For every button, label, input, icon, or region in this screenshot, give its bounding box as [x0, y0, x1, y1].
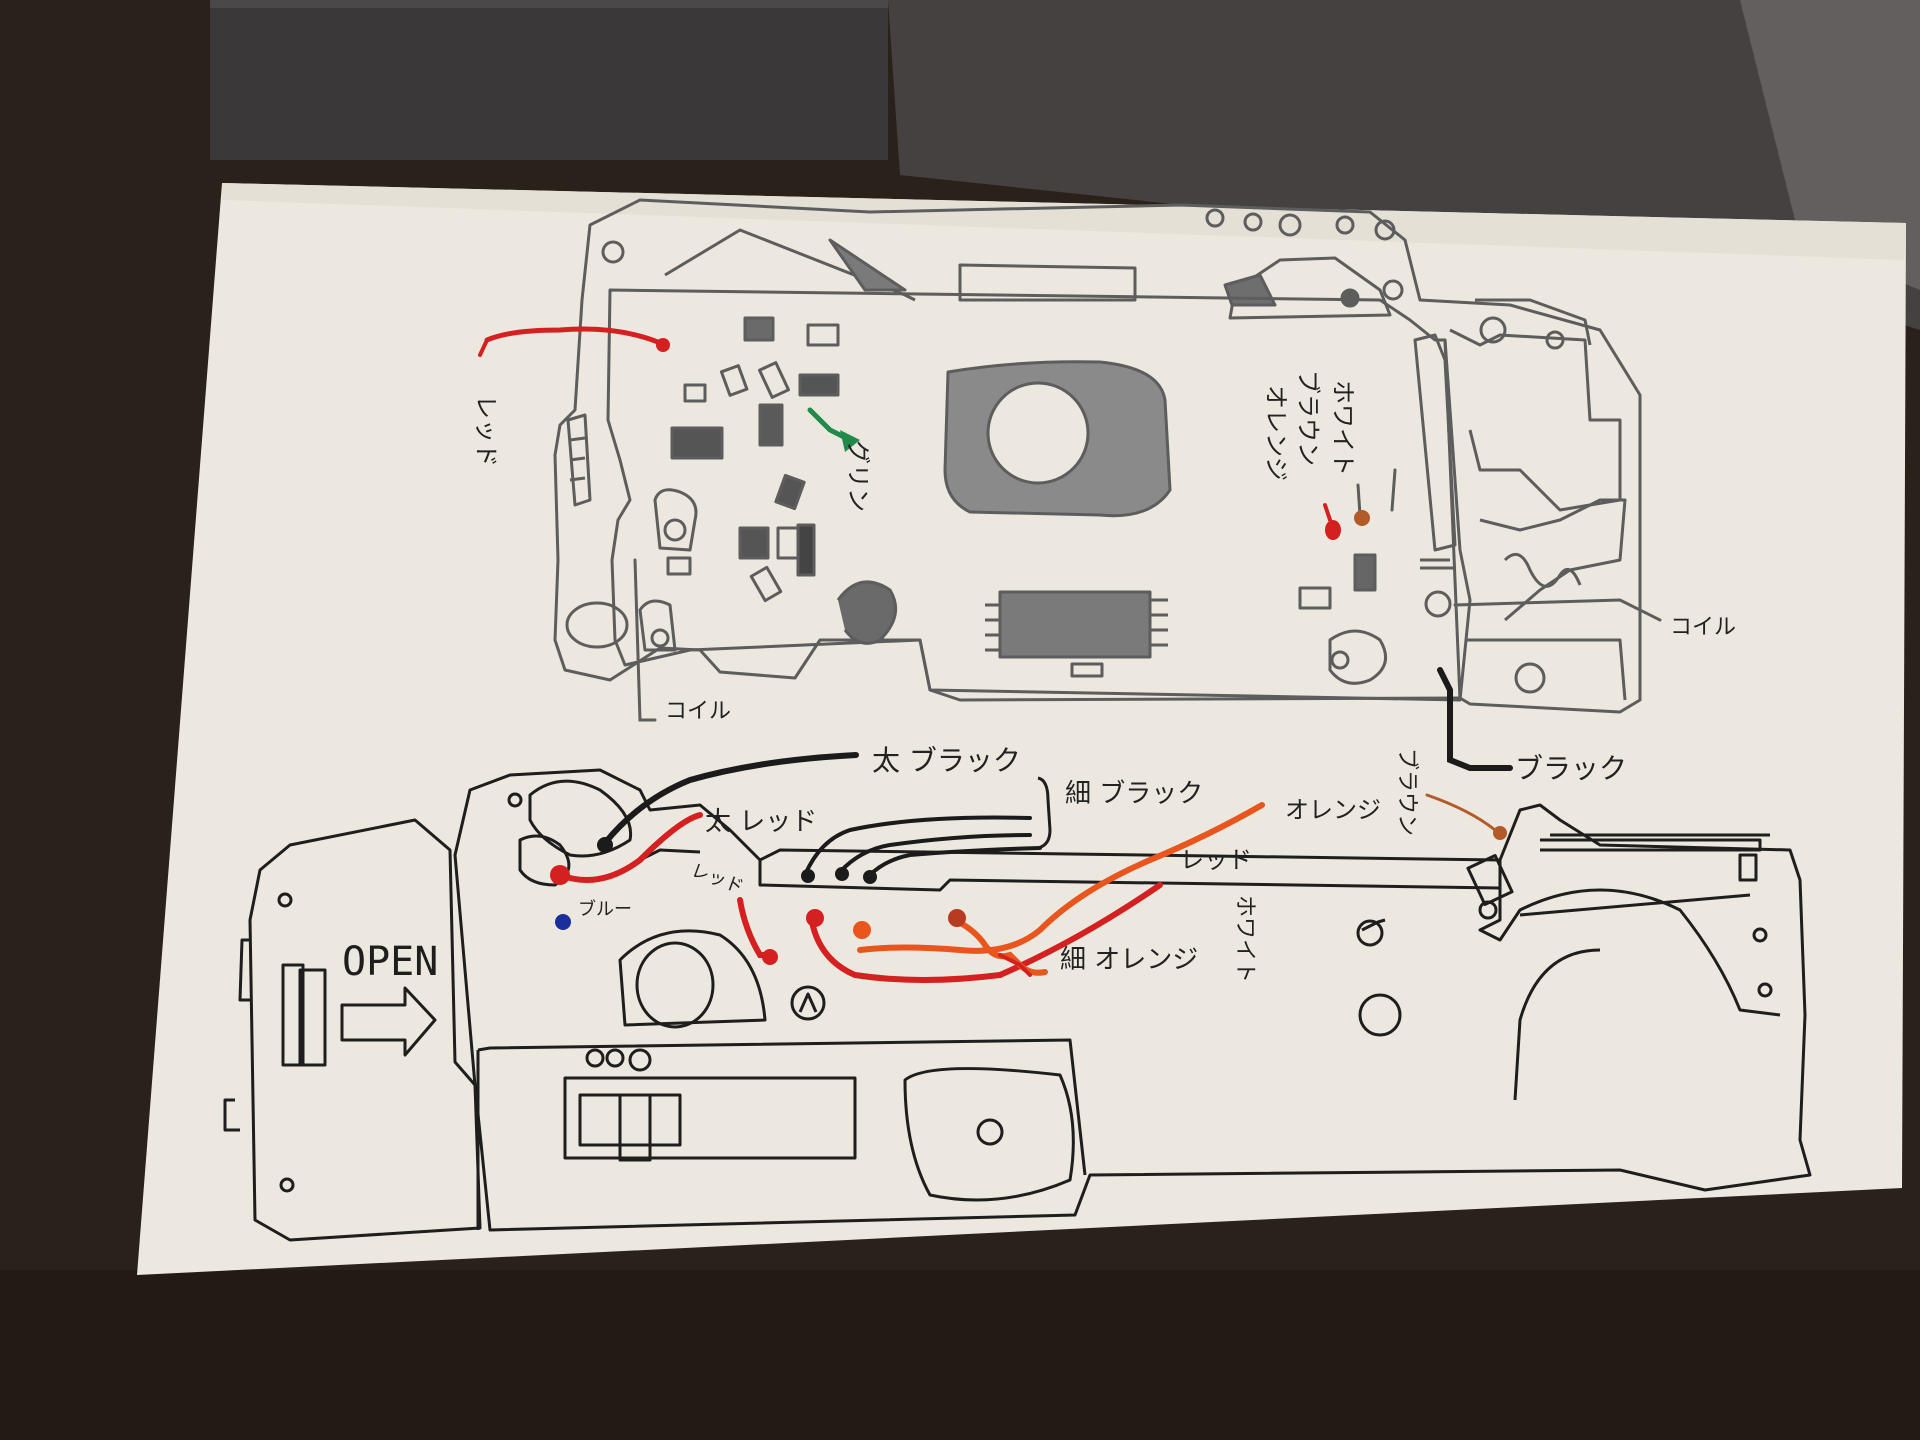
label-white-top: ホワイト: [1329, 380, 1357, 476]
label-blue: ブルー: [578, 898, 632, 920]
red-wire-right: [809, 919, 1003, 983]
label-black-top: ブラック: [1515, 752, 1627, 785]
thick-black-wire: [602, 752, 859, 846]
bottom-diagram: [223, 768, 1812, 1242]
label-thin-black: 細 ブラック: [1065, 779, 1203, 809]
label-orange-top: オレンジ: [1262, 385, 1290, 481]
orange-wire: [857, 802, 1265, 954]
label-brown-bottom: ブラウン: [1394, 748, 1419, 836]
spool-circle: [635, 941, 715, 1029]
paper-card: [137, 183, 1906, 1275]
label-coil-right: コイル: [1670, 615, 1736, 640]
label-thick-red: 太 レッド: [705, 807, 817, 837]
door-outline: [248, 818, 482, 1242]
top-diagram: [553, 198, 1642, 714]
lens-hole: [986, 381, 1090, 485]
camera-body: [453, 768, 1812, 1232]
ic-chip: [998, 590, 1152, 659]
label-red-right: レッド: [1180, 846, 1252, 874]
top-pcb: [606, 288, 1462, 702]
small-red-wire: [737, 897, 773, 958]
label-green: グリン: [844, 440, 872, 512]
desk-shadow: [0, 1270, 1920, 1440]
open-arrow: [340, 986, 437, 1057]
bottom-wires: [550, 752, 1507, 983]
black-wire-top: [1437, 667, 1513, 771]
label-thin-orange: 細 オレンジ: [1060, 945, 1198, 975]
orange-wire-end: [1325, 520, 1341, 540]
label-orange-bottom: オレンジ: [1285, 796, 1381, 824]
brown-wire: [1425, 793, 1497, 832]
label-red-top: レッド: [472, 395, 500, 467]
top-wires: [478, 326, 1662, 771]
thin-black-wire-1: [803, 815, 1032, 877]
dark-card: [210, 0, 888, 160]
thin-orange-wire: [952, 917, 1048, 976]
label-coil-bottom: コイル: [665, 699, 731, 724]
label-thick-black: 太 ブラック: [872, 744, 1021, 777]
brown-wire-end: [1354, 510, 1370, 526]
red-wire-top: [484, 326, 668, 348]
thick-red-wire: [557, 812, 703, 883]
bracket-mark: [1037, 776, 1052, 850]
label-open: OPEN: [342, 939, 438, 985]
label-white-bottom: ホワイト: [1232, 895, 1257, 983]
blue-dot: [555, 914, 571, 930]
label-brown-top: ブラウン: [1294, 370, 1322, 466]
